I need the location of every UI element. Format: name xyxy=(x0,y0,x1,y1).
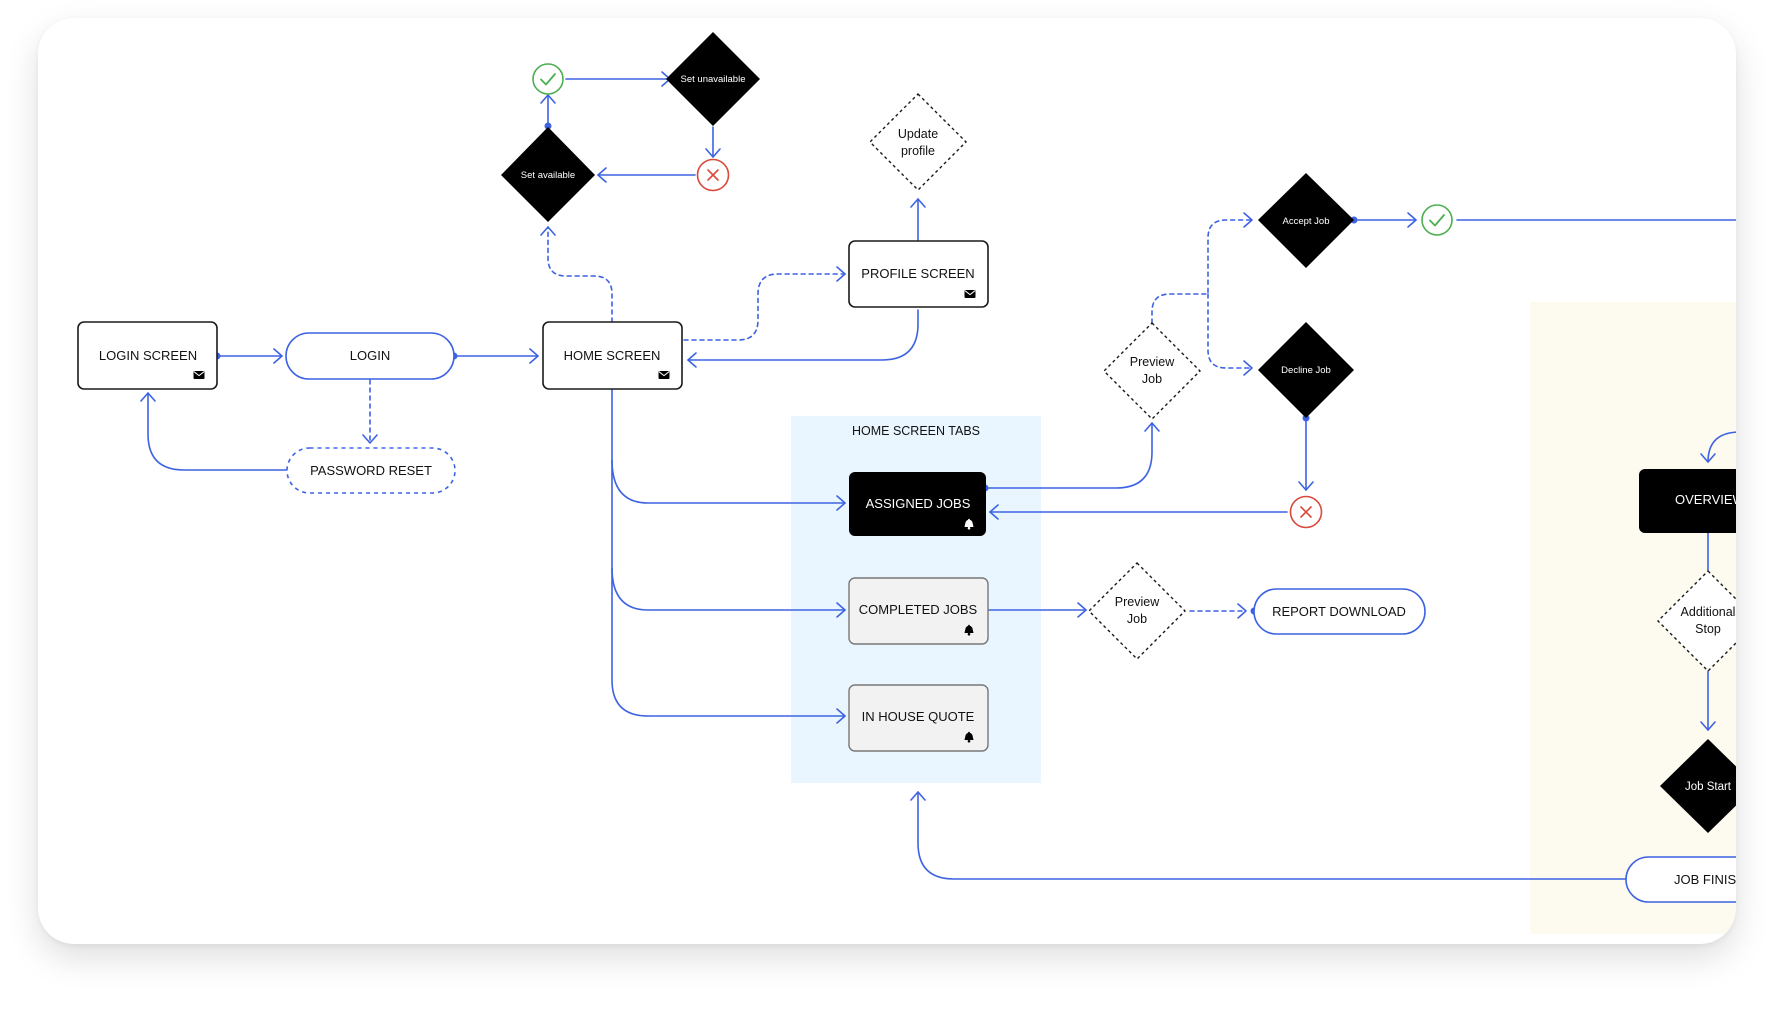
arrow-home-to-inhouse xyxy=(836,708,846,724)
arrow-preview-to-decline xyxy=(1243,360,1253,376)
arrow-home-to-profile xyxy=(836,266,846,282)
assigned-jobs-node[interactable]: ASSIGNED JOBS xyxy=(849,472,986,536)
arrow-login-to-password-reset xyxy=(362,434,378,444)
edge-home-to-completed xyxy=(611,567,846,611)
login-label: LOGIN xyxy=(350,348,390,363)
accept-job-node[interactable]: Accept Job xyxy=(1258,173,1354,268)
edge-preview-to-decline xyxy=(1207,293,1253,369)
arrow-completed-to-preview2 xyxy=(1077,602,1087,618)
preview-job-2-node[interactable]: Preview Job xyxy=(1088,562,1186,660)
preview-job-label-2: Job xyxy=(1142,372,1162,386)
profile-screen-label: PROFILE SCREEN xyxy=(861,266,974,281)
preview-job-label-1: Preview xyxy=(1130,355,1175,369)
job-start-label: Job Start xyxy=(1685,781,1732,793)
arrow-assigned-to-preview xyxy=(1144,422,1160,432)
password-reset-node[interactable]: PASSWORD RESET xyxy=(286,447,456,494)
edge-home-to-set-available xyxy=(547,226,613,323)
login-screen-label: LOGIN SCREEN xyxy=(99,348,197,363)
overview-node[interactable]: OVERVIEW xyxy=(1639,469,1771,533)
report-download-node[interactable]: REPORT DOWNLOAD xyxy=(1253,588,1426,635)
update-profile-label-1: Update xyxy=(898,127,938,141)
login-node[interactable]: LOGIN xyxy=(285,332,455,380)
home-tabs-title: HOME SCREEN TABS xyxy=(852,424,980,438)
profile-screen-node[interactable]: PROFILE SCREEN xyxy=(848,240,989,308)
edge-jobfinish-to-tabs xyxy=(917,791,1627,880)
arrow-password-reset-to-login-screen xyxy=(140,392,156,402)
job-finish-label: JOB FINISH xyxy=(1674,872,1746,887)
edge-right-into-overview xyxy=(1707,431,1736,463)
edge-home-to-assigned xyxy=(611,459,846,504)
home-screen-label: HOME SCREEN xyxy=(564,348,661,363)
arrow-decline-to-cross xyxy=(1298,481,1314,491)
accept-job-label: Accept Job xyxy=(1283,216,1330,227)
cross-circle-icon xyxy=(696,158,730,192)
arrow-login-to-home xyxy=(529,348,539,364)
arrow-profile-to-home xyxy=(687,352,697,368)
set-available-label: Set available xyxy=(521,170,575,181)
edge-home-trunk xyxy=(611,389,649,717)
edge-profile-to-home xyxy=(687,309,919,361)
edge-home-to-profile xyxy=(683,273,846,341)
card-shadow xyxy=(38,18,1736,944)
arrow-cross-to-assigned xyxy=(989,504,999,520)
login-screen-node[interactable]: LOGIN SCREEN xyxy=(77,321,218,390)
additional-stop-label-1: Additional xyxy=(1681,605,1736,619)
arrow-accept-to-check xyxy=(1407,212,1417,228)
overview-label: OVERVIEW xyxy=(1675,492,1746,507)
edge-password-reset-to-login-screen xyxy=(147,392,288,471)
check-circle-icon xyxy=(1421,204,1453,236)
set-available-node[interactable]: Set available xyxy=(501,127,595,222)
decline-job-label: Decline Job xyxy=(1281,365,1331,376)
additional-stop-node[interactable]: Additional Stop xyxy=(1657,570,1758,672)
update-profile-label-2: profile xyxy=(901,144,935,158)
report-download-label: REPORT DOWNLOAD xyxy=(1272,604,1406,619)
check-circle-icon xyxy=(532,63,564,95)
dot-set-available xyxy=(544,122,552,130)
arrow-preview2-to-report xyxy=(1237,603,1247,619)
arrow-preview-to-accept xyxy=(1243,212,1253,228)
edge-assigned-to-preview xyxy=(984,422,1153,489)
assigned-jobs-label: ASSIGNED JOBS xyxy=(866,496,971,511)
preview-job-2-label-2: Job xyxy=(1127,612,1147,626)
arrow-cross-to-set-available xyxy=(597,167,607,183)
additional-stop-label-2: Stop xyxy=(1695,622,1721,636)
password-reset-label: PASSWORD RESET xyxy=(310,463,432,478)
arrow-home-to-set-available xyxy=(540,226,556,236)
arrow-home-to-completed xyxy=(836,602,846,618)
update-profile-node[interactable]: Update profile xyxy=(869,93,967,191)
arrow-additional-to-jobstart xyxy=(1700,721,1716,731)
arrow-jobfinish-to-tabs xyxy=(910,791,926,801)
in-house-quote-node[interactable]: IN HOUSE QUOTE xyxy=(848,684,989,752)
in-house-quote-label: IN HOUSE QUOTE xyxy=(862,709,975,724)
arrow-set-unavailable-to-cross xyxy=(705,148,721,158)
preview-job-2-label-1: Preview xyxy=(1115,595,1160,609)
arrow-profile-to-update xyxy=(910,198,926,208)
completed-jobs-label: COMPLETED JOBS xyxy=(859,602,978,617)
job-finish-node[interactable]: JOB FINISH xyxy=(1625,856,1771,903)
arrow-login-screen-to-login xyxy=(273,348,283,364)
arrow-set-available-to-check xyxy=(540,94,556,104)
set-unavailable-node[interactable]: Set unavailable xyxy=(666,32,760,126)
completed-jobs-node[interactable]: COMPLETED JOBS xyxy=(848,577,989,645)
arrow-right-into-overview xyxy=(1700,453,1716,463)
preview-job-node[interactable]: Preview Job xyxy=(1103,322,1201,420)
set-unavailable-label: Set unavailable xyxy=(681,74,746,85)
cross-circle-icon xyxy=(1289,495,1323,529)
edge-preview-to-accept xyxy=(1151,219,1253,324)
decline-job-node[interactable]: Decline Job xyxy=(1258,322,1354,418)
home-screen-node[interactable]: HOME SCREEN xyxy=(542,321,683,390)
arrow-home-to-assigned xyxy=(836,495,846,511)
job-start-node[interactable]: Job Start xyxy=(1660,739,1756,833)
